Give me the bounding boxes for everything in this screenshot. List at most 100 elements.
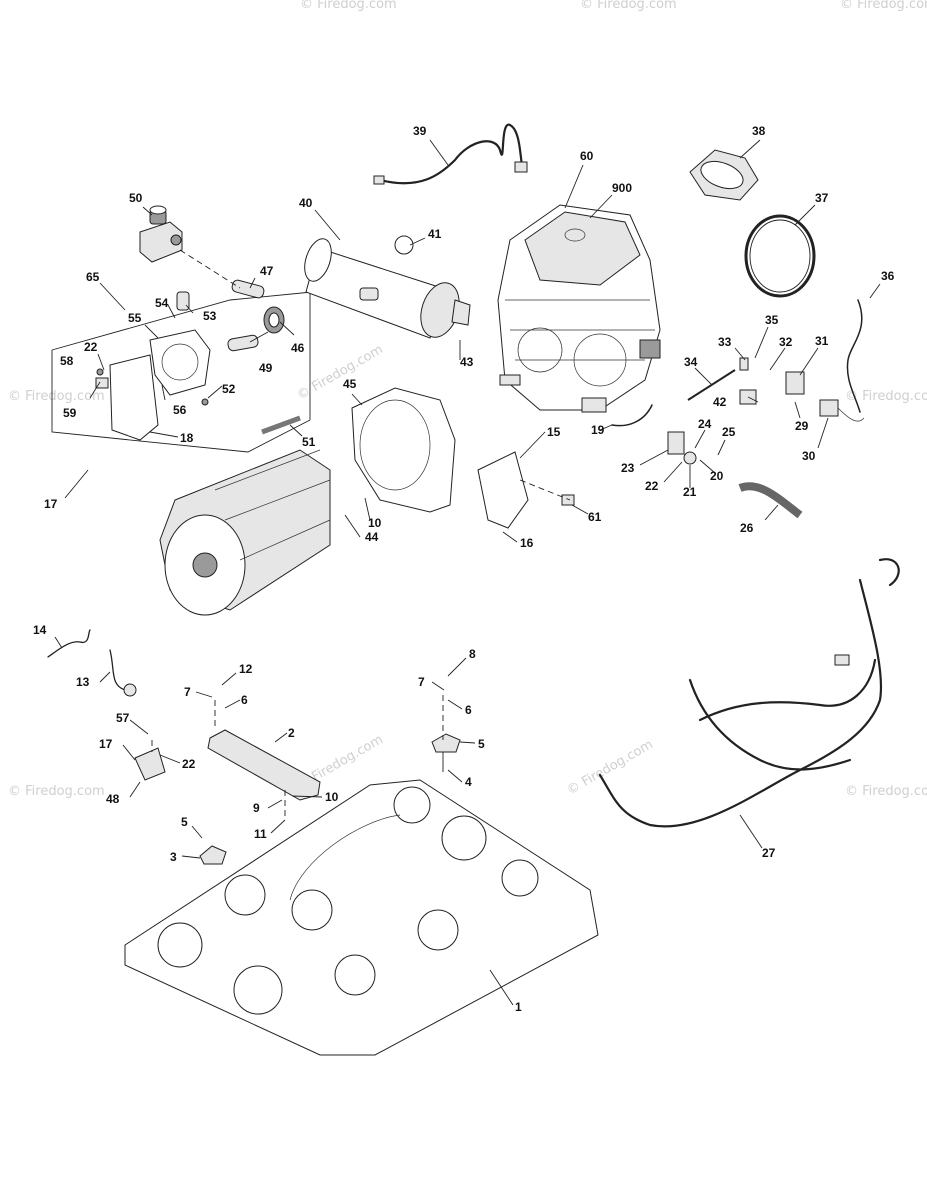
callout-36: 36: [881, 269, 895, 283]
callout-51: 51: [302, 435, 316, 449]
washer-20: [683, 451, 697, 465]
callout-38: 38: [752, 124, 766, 138]
bracket-23: [667, 431, 685, 455]
callout-22-lower: 22: [182, 757, 196, 771]
bracket-31: [785, 371, 805, 395]
callout-47: 47: [260, 264, 274, 278]
relay-lead: [837, 407, 865, 422]
callout-7-right: 7: [418, 675, 425, 689]
gasket-41: [394, 235, 414, 255]
callout-10-upper: 10: [368, 516, 382, 530]
callout-24: 24: [698, 417, 712, 431]
callout-54: 54: [155, 296, 169, 310]
callout-55: 55: [128, 311, 142, 325]
callout-13: 13: [76, 675, 90, 689]
bracket-outline-65: [51, 291, 313, 453]
callout-61: 61: [588, 510, 602, 524]
fuel-solenoid-valve: [139, 205, 183, 263]
label-61: [561, 494, 575, 506]
belt-37: [744, 214, 816, 298]
callout-56: 56: [173, 403, 187, 417]
callout-46: 46: [291, 341, 305, 355]
callout-6-right: 6: [465, 703, 472, 717]
callout-labels: 39 60 900 38 37 36 40 41 50 65 47 46 49 …: [33, 124, 895, 1014]
callout-25: 25: [722, 425, 736, 439]
callout-16: 16: [520, 536, 534, 550]
callout-52: 52: [222, 382, 236, 396]
base-frame: [124, 779, 599, 1056]
watermark: © Firedog.com: [300, 0, 397, 12]
vibration-mount-5: [431, 733, 461, 753]
callout-27: 27: [762, 846, 776, 860]
callout-3: 3: [170, 850, 177, 864]
callout-48: 48: [106, 792, 120, 806]
callout-7-left: 7: [184, 685, 191, 699]
callout-12: 12: [239, 662, 253, 676]
callout-8: 8: [469, 647, 476, 661]
callout-11: 11: [254, 827, 267, 841]
leader-lines: [54, 139, 881, 1006]
callout-9: 9: [253, 801, 260, 815]
watermark: © Firedog.com: [8, 389, 105, 404]
callout-4: 4: [465, 775, 472, 789]
engine-assembly: [497, 204, 661, 413]
stator-housing-45: [351, 387, 456, 513]
callout-32: 32: [779, 335, 793, 349]
alternator: [159, 449, 331, 616]
wire-13: [109, 649, 126, 691]
callout-50: 50: [129, 191, 143, 205]
callout-22-left: 22: [84, 340, 98, 354]
callout-23: 23: [621, 461, 635, 475]
callout-53: 53: [203, 309, 217, 323]
callout-30: 30: [802, 449, 816, 463]
callout-19: 19: [591, 423, 605, 437]
callout-35: 35: [765, 313, 779, 327]
callout-43: 43: [460, 355, 474, 369]
callout-26: 26: [740, 521, 754, 535]
watermark: © Firedog.com: [580, 0, 677, 12]
callout-41: 41: [428, 227, 442, 241]
callout-2: 2: [288, 726, 295, 740]
callout-1: 1: [515, 1000, 522, 1014]
wire-harness-27: [598, 558, 900, 828]
callout-49: 49: [259, 361, 273, 375]
callout-59: 59: [63, 406, 77, 420]
callout-40: 40: [299, 196, 313, 210]
callout-34: 34: [684, 355, 698, 369]
callout-5-right: 5: [478, 737, 485, 751]
callout-14: 14: [33, 623, 47, 637]
wire-14: [47, 629, 91, 658]
callout-5-left: 5: [181, 815, 188, 829]
callout-900: 900: [612, 181, 632, 195]
callout-6-left: 6: [241, 693, 248, 707]
watermark: © Firedog.com: [8, 784, 105, 799]
callout-60: 60: [580, 149, 594, 163]
callout-39: 39: [413, 124, 427, 138]
callout-29: 29: [795, 419, 809, 433]
callout-21: 21: [683, 485, 697, 499]
callout-44: 44: [365, 530, 379, 544]
switch-48: [134, 747, 166, 781]
mounting-plate-56: [95, 329, 211, 441]
lead-19: [611, 404, 653, 427]
callout-37: 37: [815, 191, 829, 205]
watermark: © Firedog.com: [845, 389, 927, 404]
callout-45: 45: [343, 377, 357, 391]
callout-22-right: 22: [645, 479, 659, 493]
belt-37-inner: [749, 219, 811, 293]
watermark: © Firedog.com: [845, 784, 927, 799]
callout-57: 57: [116, 711, 130, 725]
callout-20: 20: [710, 469, 724, 483]
watermark: © Firedog.com: [840, 0, 927, 12]
callout-31: 31: [815, 334, 829, 348]
bracket-2: [207, 729, 321, 801]
intake-boot-38: [689, 149, 759, 201]
callout-58: 58: [60, 354, 74, 368]
shroud-15: [477, 451, 575, 529]
rod-51: [261, 415, 301, 435]
wire-harness-39: [373, 123, 528, 185]
wire-36: [846, 299, 863, 413]
callout-42: 42: [713, 395, 727, 409]
relay-30: [819, 399, 839, 417]
callout-10-lower: 10: [325, 790, 339, 804]
